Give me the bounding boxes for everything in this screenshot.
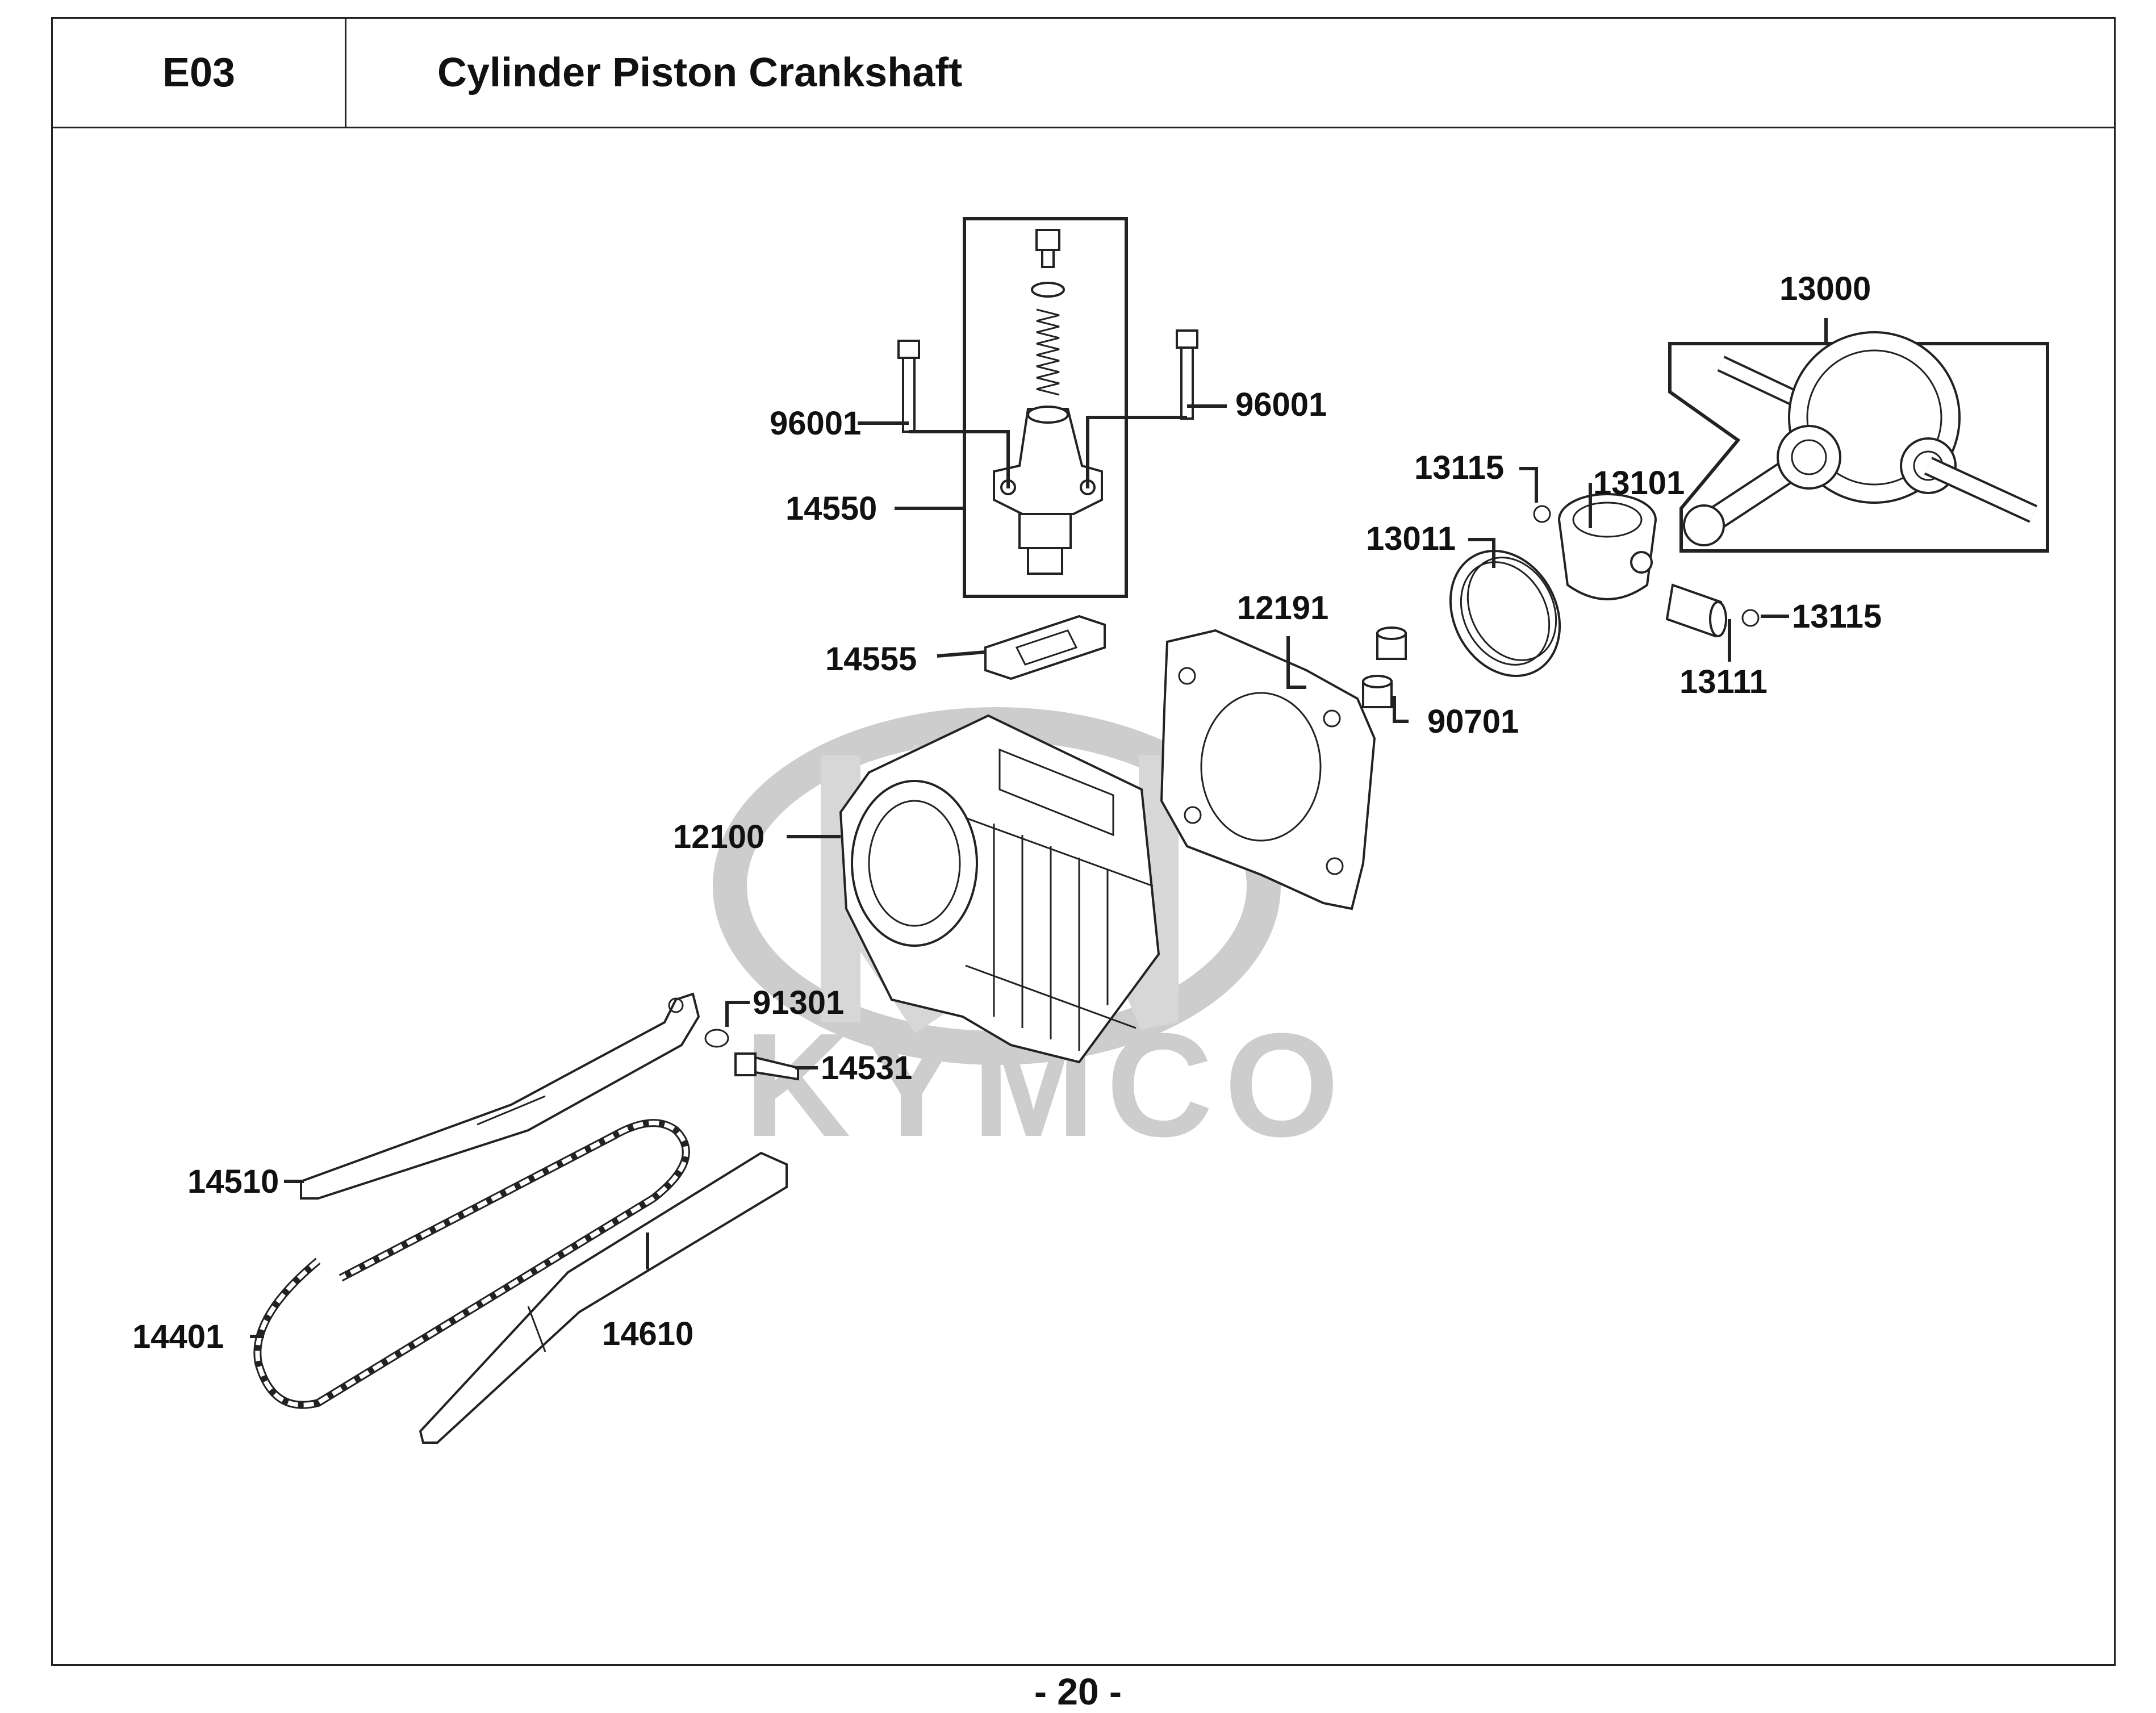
callout-13111: 13111	[1679, 663, 1768, 700]
dowel-pins	[1362, 626, 1407, 708]
chain-guide	[419, 1151, 788, 1444]
callout-90701: 90701	[1427, 703, 1519, 740]
tensioner-guide	[300, 992, 700, 1200]
tensioner-assembly	[963, 217, 1128, 598]
crankshaft-assembly	[1668, 331, 2049, 553]
callout-14531: 14531	[821, 1050, 912, 1087]
callout-96001-right: 96001	[1235, 386, 1327, 423]
piston-rings	[1449, 550, 1561, 677]
callout-13000: 13000	[1779, 270, 1871, 307]
page-number: - 20 -	[1034, 1670, 1122, 1712]
callout-13101: 13101	[1593, 465, 1685, 502]
callout-14610: 14610	[602, 1315, 693, 1352]
callout-labels: 13000 96001 96001 13115 13101 14550 1301…	[132, 270, 1882, 1355]
callout-leaders	[250, 318, 1828, 1338]
callout-14555: 14555	[825, 641, 917, 678]
callout-13011: 13011	[1366, 520, 1456, 557]
pivot-bolt-14531	[734, 1052, 799, 1081]
diagram-frame	[51, 128, 2116, 1666]
cylinder-gasket	[1160, 629, 1376, 910]
cam-chain	[253, 1119, 690, 1409]
clip-13115-right	[1741, 609, 1760, 627]
callout-13115-top: 13115	[1414, 449, 1504, 486]
piston	[1558, 493, 1657, 600]
cylinder-block	[839, 714, 1160, 1064]
bolt-96001-left	[897, 340, 920, 433]
callout-14401: 14401	[132, 1318, 224, 1355]
piston-pin	[1665, 583, 1727, 638]
callout-91301: 91301	[753, 984, 844, 1021]
callout-96001-left: 96001	[770, 405, 861, 442]
o-ring-91301	[704, 1029, 729, 1048]
callout-12100: 12100	[673, 818, 764, 855]
callout-13115-right: 13115	[1792, 598, 1882, 635]
tensioner-gasket	[984, 615, 1106, 680]
callout-12191: 12191	[1237, 590, 1328, 626]
callout-14550: 14550	[785, 490, 877, 527]
clip-13115-top	[1533, 505, 1551, 523]
page-title: Cylinder Piston Crankshaft	[346, 17, 2116, 128]
section-code: E03	[51, 17, 346, 128]
callout-14510: 14510	[187, 1163, 279, 1200]
